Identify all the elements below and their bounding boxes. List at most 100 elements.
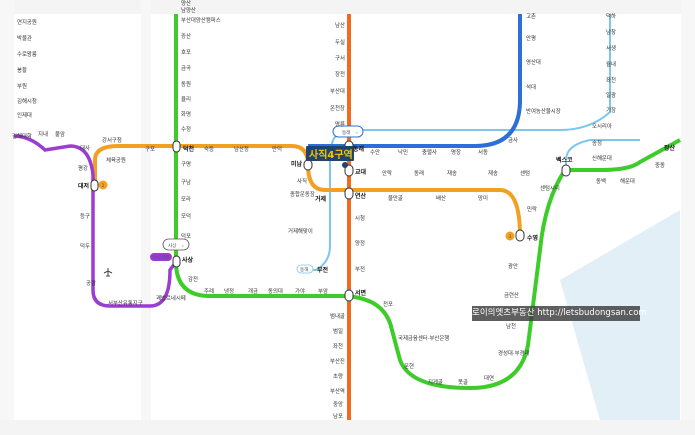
station-label[interactable]: 영산대 [526,58,541,66]
transfer-station-marker[interactable] [90,179,99,192]
station-label[interactable]: 거제해맞이 [288,227,313,235]
station-label[interactable]: 서부산유통지구 [108,299,143,307]
station-label[interactable]: 오시리아 [592,122,612,130]
station-label[interactable]: 기장 [606,106,616,114]
station-label[interactable]: 일광 [606,91,616,99]
station-label[interactable]: 덕두 [80,243,90,250]
station-label[interactable]: 시청 [355,215,365,222]
station-label[interactable]: 공항 [86,279,96,287]
busan-gimhae-line[interactable] [13,134,178,308]
station-label[interactable]: 냉정 [224,287,234,295]
transfer-station-marker[interactable] [344,187,354,200]
station-label[interactable]: 개금 [248,287,258,295]
station-label[interactable]: 충렬사 [422,148,437,156]
station-label[interactable]: 부전 [355,265,365,273]
station-label[interactable]: 범내골 [330,312,345,320]
station-label[interactable]: 박물관 [17,34,32,42]
station-label[interactable]: 구명 [181,161,191,168]
station-label[interactable]: 재송 [488,169,498,177]
station-label[interactable]: 문현 [404,362,414,370]
station-label[interactable]: 금곡 [181,65,191,72]
station-label[interactable]: 괘법르네시떼 [156,294,186,302]
station-label[interactable]: 중동 [655,162,665,169]
station-label[interactable]: 수로왕릉 [17,50,37,58]
station-label[interactable]: 수정 [181,126,191,133]
station-label[interactable]: 감전 [188,275,198,283]
station-label[interactable]: 남포 [333,412,343,420]
busan-gimhae-tag[interactable]: 부산김해 [150,253,172,261]
line4[interactable] [308,14,522,148]
station-label[interactable]: 남산정 [234,145,249,153]
station-label[interactable]: 부산대 [330,87,345,95]
station-label[interactable]: 만덕 [272,145,282,153]
station-label[interactable]: 모덕 [181,213,191,220]
station-label[interactable]: 범일 [333,327,343,335]
donghae-tag[interactable]: 동해 [296,264,314,274]
station-label[interactable]: 안평 [526,35,536,42]
station-label[interactable]: 양산 [181,0,191,7]
station-label[interactable]: 중앙 [333,400,343,408]
transfer-station-marker[interactable] [172,140,181,153]
station-label[interactable]: 화명 [181,111,191,118]
station-label[interactable]: 구포 [145,146,155,153]
station-label[interactable]: 동의대 [268,287,283,295]
station-label[interactable]: 수안 [370,149,380,156]
station-label[interactable]: 가야 [295,287,305,295]
station-label[interactable]: 주례 [204,287,214,295]
station-label[interactable]: 명장 [451,149,461,156]
station-label[interactable]: 증산 [181,32,191,40]
station-label[interactable]: 남양산 [181,6,196,14]
station-label[interactable]: 부암 [318,287,328,295]
station-label[interactable]: 부산대양산캠퍼스 [181,16,221,24]
station-label[interactable]: 동원 [181,80,191,88]
station-label[interactable]: 대사 [80,144,90,152]
station-label[interactable]: 사직 [297,177,307,185]
station-label[interactable]: 벡스코 [556,156,573,164]
station-label[interactable]: 김해대학 [12,132,32,140]
station-label[interactable]: 센텀 [520,169,530,177]
station-label[interactable]: 광안 [508,263,518,270]
station-label[interactable]: 연산 [355,192,367,200]
station-label[interactable]: 두실 [335,38,345,46]
station-label[interactable]: 반여농산물시장 [526,107,561,115]
station-label[interactable]: 덕천 [183,145,195,153]
station-label[interactable]: 덕포 [181,233,191,240]
station-label[interactable]: 센텀시티 [540,184,560,192]
station-label[interactable]: 못골 [458,379,468,386]
station-label[interactable]: 체육공원 [106,156,126,164]
station-label[interactable]: 좌천 [606,76,616,84]
sasang-tag[interactable]: 사상 › [162,238,190,251]
station-label[interactable]: 대연 [484,374,494,382]
station-label[interactable]: 민락 [527,205,537,213]
station-label[interactable]: 호포 [181,49,191,56]
station-label[interactable]: 등구 [80,213,90,220]
donghae-line[interactable] [308,14,611,271]
station-label[interactable]: 대저 [78,182,89,190]
station-label[interactable]: 고촌 [526,12,536,20]
station-label[interactable]: 온천장 [330,104,345,112]
station-label[interactable]: 남창 [606,28,616,36]
station-label[interactable]: 평강 [78,165,88,172]
transfer-station-marker[interactable] [344,164,354,177]
transfer-station-marker[interactable] [561,164,571,177]
station-label[interactable]: 물만골 [388,194,403,202]
station-label[interactable]: 부원 [17,82,27,90]
station-label[interactable]: 낙민 [398,148,408,156]
station-label[interactable]: 재송 [447,169,457,177]
station-label[interactable]: 지내 [38,130,48,138]
station-label[interactable]: 인제대 [17,111,32,119]
station-label[interactable]: 배산 [436,194,446,202]
station-label[interactable]: 서면 [355,289,366,297]
station-label[interactable]: 모라 [181,195,191,203]
station-label[interactable]: 남산 [335,21,345,29]
transfer-station-marker[interactable] [515,229,525,242]
station-label[interactable]: 거제 [315,195,327,203]
station-label[interactable]: 미남 [291,160,303,168]
station-label[interactable]: 김해시청 [17,97,37,105]
station-label[interactable]: 양정 [355,239,365,247]
station-label[interactable]: 부산진 [330,357,345,365]
station-label[interactable]: 지게골 [428,378,443,386]
station-label[interactable]: 좌천 [333,342,343,350]
station-label[interactable]: 숙등 [204,145,214,153]
